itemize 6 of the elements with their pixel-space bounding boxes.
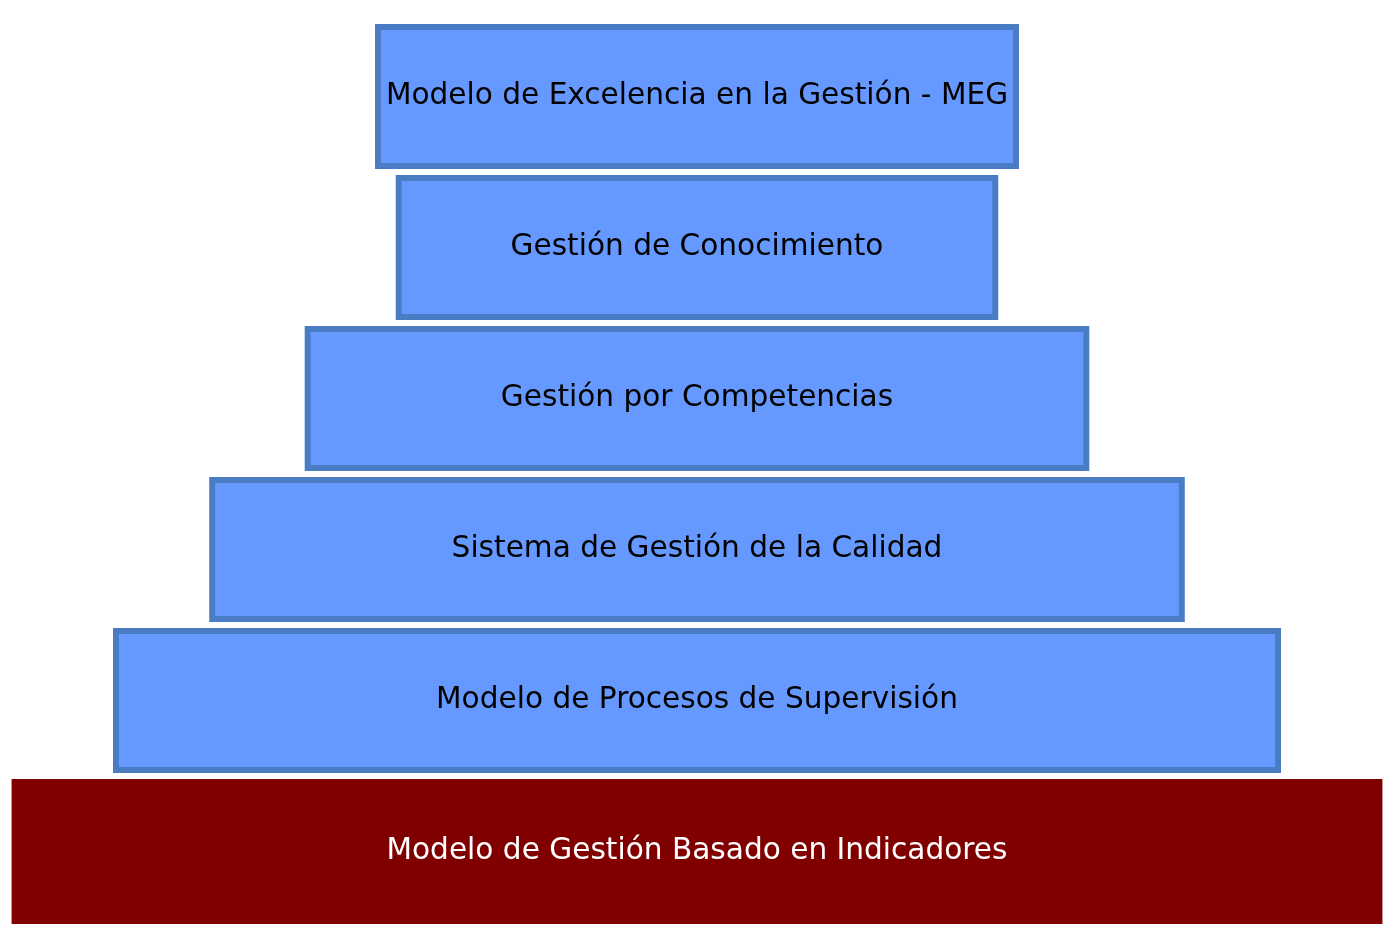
node-box: Gestión por Competencias bbox=[304, 325, 1090, 471]
node-box: Modelo de Excelencia en la Gestión - MEG bbox=[375, 23, 1019, 169]
node-box: Modelo de Procesos de Supervisión bbox=[113, 627, 1281, 773]
node-box: Gestión de Conocimiento bbox=[395, 174, 999, 320]
node-box: Modelo de Gestión Basado en Indicadores bbox=[11, 778, 1383, 924]
node-box: Sistema de Gestión de la Calidad bbox=[209, 476, 1185, 622]
